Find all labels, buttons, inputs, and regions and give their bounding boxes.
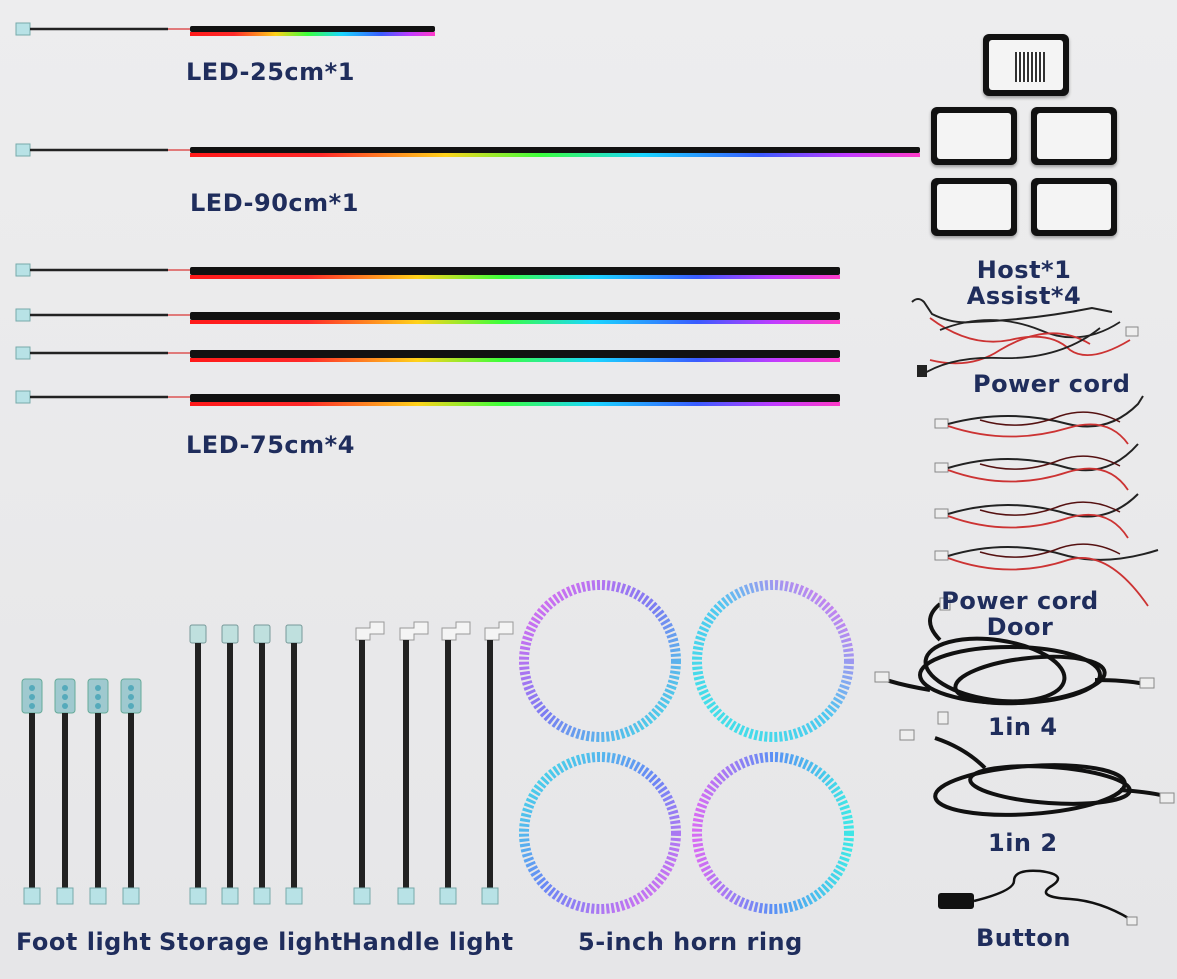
label-button: Button — [976, 924, 1071, 952]
horn-ring — [692, 752, 854, 914]
horn-ring — [519, 752, 681, 914]
label-door: Door — [986, 613, 1054, 641]
harness-1in2 — [899, 711, 1175, 817]
label-1in2: 1in 2 — [988, 829, 1058, 857]
host-module-face — [989, 40, 1063, 90]
led-strip-90cm — [15, 143, 920, 157]
horn-ring — [692, 580, 854, 742]
horn-ring-group — [519, 580, 854, 914]
host-module — [983, 34, 1069, 96]
button-accessory — [938, 869, 1138, 926]
label-led-75cm: LED-75cm*4 — [186, 431, 355, 459]
storage-light — [189, 624, 207, 905]
assist-module-face — [1037, 113, 1111, 159]
foot-light — [120, 678, 142, 905]
foot-light-group — [21, 678, 142, 905]
assist-module-face — [937, 184, 1011, 230]
storage-light-group — [189, 624, 303, 905]
handle-light — [397, 621, 429, 905]
power-cord-door-loom — [934, 543, 1159, 607]
storage-light — [253, 624, 271, 905]
led-strip-75cm — [15, 308, 840, 324]
horn-ring — [519, 580, 681, 742]
label-led-90cm: LED-90cm*1 — [190, 189, 359, 217]
handle-light — [481, 621, 514, 905]
label-power-cord-door: Power cord — [941, 587, 1099, 615]
handle-light — [353, 621, 385, 905]
led-strip-75cm-group — [15, 263, 840, 406]
harness-1in4 — [874, 597, 1155, 706]
assist-module — [931, 107, 1017, 165]
label-horn-ring: 5-inch horn ring — [578, 928, 803, 956]
label-1in4: 1in 4 — [988, 713, 1058, 741]
assist-module — [931, 178, 1017, 236]
foot-light — [21, 678, 43, 905]
storage-light — [221, 624, 239, 905]
foot-light — [54, 678, 76, 905]
led-strip-75cm — [15, 390, 840, 406]
label-led-25cm: LED-25cm*1 — [186, 58, 355, 86]
label-host: Host*1 — [976, 256, 1072, 284]
led-strip-75cm — [15, 263, 840, 279]
handle-light-group — [353, 621, 514, 905]
power-cord-door-loom — [934, 395, 1144, 445]
led-strip-25cm — [15, 22, 435, 36]
label-foot-light: Foot light — [16, 928, 152, 956]
power-cord-door-loom — [934, 493, 1139, 539]
power-cord-door-loom — [934, 443, 1139, 491]
assist-module-face — [937, 113, 1011, 159]
handle-light — [439, 621, 471, 905]
label-power-cord: Power cord — [973, 370, 1131, 398]
assist-module — [1031, 107, 1117, 165]
assist-module-face — [1037, 184, 1111, 230]
qr-code-icon — [1015, 52, 1045, 82]
led-strip-75cm — [15, 346, 840, 362]
label-storage-light: Storage light — [159, 928, 343, 956]
assist-module — [1031, 178, 1117, 236]
power-cord-door — [934, 395, 1159, 607]
storage-light — [285, 624, 303, 905]
power-cord — [911, 298, 1139, 377]
foot-light — [87, 678, 109, 905]
label-handle-light: Handle light — [342, 928, 514, 956]
label-assist: Assist*4 — [966, 282, 1082, 310]
